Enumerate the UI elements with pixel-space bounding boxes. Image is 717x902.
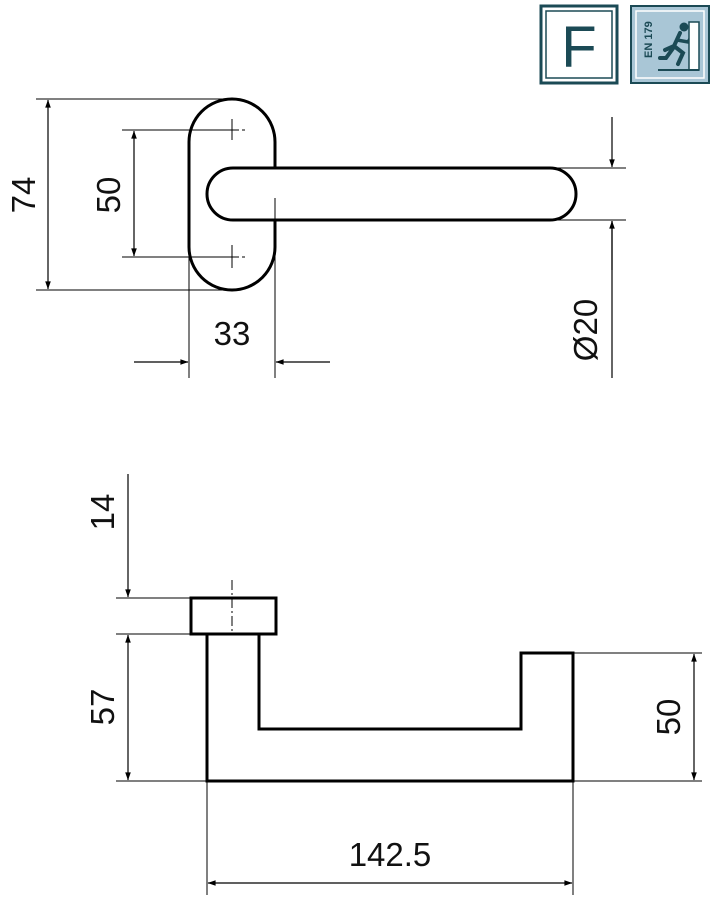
escape-standard-label: EN 179 — [643, 21, 655, 58]
running-man-exit-icon — [658, 21, 700, 71]
fire-rating-label: F — [561, 15, 596, 80]
top-view-labels: 74 50 33 Ø20 — [5, 177, 604, 362]
dim-label-50-side: 50 — [650, 699, 687, 736]
dim-label-142-5: 142.5 — [349, 836, 432, 873]
rose-side-outline — [189, 596, 278, 636]
lever-outline — [205, 166, 578, 222]
side-view — [116, 474, 702, 895]
escape-door-badge: EN 179 — [630, 5, 710, 84]
lever-side-outline — [205, 634, 575, 783]
dim-label-14: 14 — [84, 494, 121, 531]
dim-label-d20: Ø20 — [567, 299, 604, 361]
dim-label-33: 33 — [214, 315, 251, 352]
side-view-labels: 14 57 50 142.5 — [84, 494, 687, 873]
dim-label-57: 57 — [84, 689, 121, 726]
top-view — [36, 97, 626, 378]
dim-label-50-top: 50 — [90, 177, 127, 214]
dim-label-74: 74 — [5, 177, 42, 214]
fire-rating-badge: F — [539, 4, 619, 85]
